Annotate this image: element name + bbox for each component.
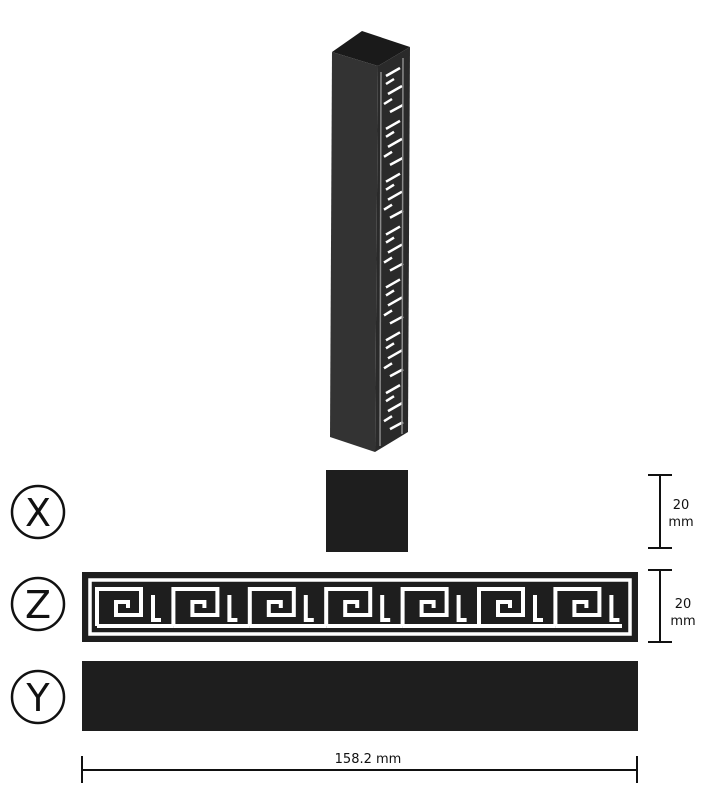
fret-motif [171, 587, 220, 626]
fret-hook [609, 595, 620, 622]
iso-fret-slot [385, 172, 401, 183]
iso-fret-pattern [379, 57, 404, 447]
iso-front-face [330, 52, 378, 452]
iso-fret-slot [383, 362, 393, 370]
iso-fret-slot [385, 183, 395, 191]
length-dimension: 158.2 mm [81, 752, 638, 783]
iso-fret-slot [387, 402, 403, 413]
iso-fret-slot [389, 368, 404, 378]
iso-fret-rail [401, 57, 404, 435]
iso-view [330, 31, 410, 452]
iso-fret-slot [389, 209, 404, 219]
iso-fret-slot [385, 130, 395, 138]
fret-motif [477, 587, 525, 626]
x-height-dimension: 20 mm [648, 474, 694, 549]
iso-fret-slot [385, 66, 401, 78]
z-view-inner-frame [88, 578, 632, 636]
iso-fret-slot [387, 349, 403, 360]
z-fret-pattern [95, 587, 622, 628]
y-view: Y [10, 661, 638, 731]
iso-fret-slot [383, 256, 393, 264]
fret-motif [324, 587, 373, 626]
x-dim-unit: mm [668, 515, 693, 530]
fret-hook [227, 595, 238, 622]
iso-fret-slot [385, 278, 401, 289]
iso-fret-slot [383, 150, 393, 158]
iso-fret-slot [383, 309, 393, 317]
iso-fret-slot [387, 137, 403, 148]
iso-fret-slot [383, 415, 393, 423]
y-view-badge [10, 669, 66, 725]
iso-fret-slot [385, 384, 401, 395]
y-view-bar [82, 661, 638, 731]
x-view-square [326, 470, 408, 552]
iso-fret-slot [387, 243, 403, 254]
length-dim-text: 158.2 mm [335, 752, 402, 767]
iso-fret-slot [385, 331, 401, 342]
z-view-label: Z [25, 583, 51, 627]
iso-fret-slot [385, 236, 395, 244]
y-view-label: Y [25, 676, 50, 720]
iso-fret-slot [383, 203, 393, 211]
x-view: X [10, 470, 408, 552]
iso-fret-slot [389, 103, 404, 114]
x-view-label: X [25, 491, 51, 535]
iso-fret-slot [389, 421, 404, 431]
iso-fret-slot [385, 225, 401, 236]
iso-fret-slot [383, 97, 393, 106]
x-dim-value: 20 [673, 498, 690, 513]
fret-hook [533, 595, 543, 622]
fret-hook [151, 595, 161, 622]
iso-fret-slot [385, 119, 401, 130]
iso-fret-slot [385, 289, 395, 297]
fret-hook [380, 595, 391, 622]
fret-motif [400, 587, 449, 626]
z-view: Z [10, 572, 638, 642]
fret-hook [456, 595, 467, 622]
fret-motif [247, 587, 296, 626]
fret-motif [95, 587, 143, 626]
iso-fret-slot [389, 156, 404, 166]
z-dim-unit: mm [670, 614, 695, 629]
iso-top-face [332, 31, 410, 66]
z-height-dimension: 20 mm [648, 569, 696, 643]
fret-hook [303, 595, 314, 622]
iso-fret-slot [385, 395, 395, 403]
iso-fret-slot [385, 342, 395, 350]
z-view-badge [10, 576, 66, 632]
iso-fret-rail [379, 71, 382, 447]
x-view-badge [10, 484, 66, 540]
iso-fret-slot [387, 84, 403, 96]
iso-fret-slot [387, 190, 403, 201]
iso-fret-slot [389, 262, 404, 272]
iso-fret-slot [389, 315, 404, 325]
fret-motif [553, 587, 602, 626]
iso-fret-slot [385, 77, 395, 86]
iso-fret-slot [387, 296, 403, 307]
z-dim-value: 20 [675, 597, 692, 612]
